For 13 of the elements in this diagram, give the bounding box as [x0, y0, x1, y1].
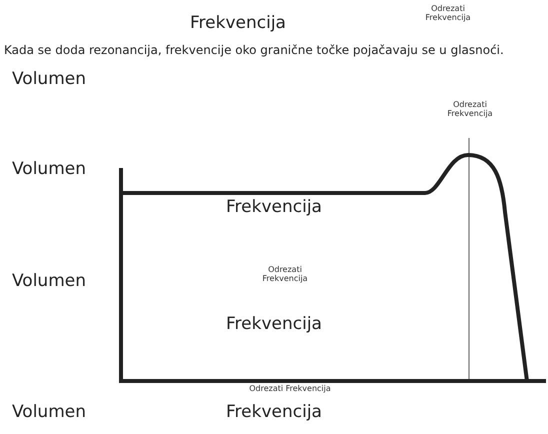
- cutoff-frequency-label: Odrezati Frekvencija: [446, 100, 494, 118]
- axis-label: Frekvencija: [226, 198, 322, 218]
- description-text: Kada se doda rezonancija, frekvencije oko granične točke pojačavaju se u glasnoći.: [4, 44, 504, 58]
- axis-label: Volumen: [12, 160, 86, 180]
- cutoff-frequency-label: Odrezati Frekvencija: [248, 384, 332, 394]
- axis-label: Volumen: [12, 272, 86, 292]
- axis-label: Volumen: [12, 70, 86, 90]
- axis-label: Frekvencija: [226, 315, 322, 335]
- cutoff-frequency-label: Odrezati Frekvencija: [424, 4, 472, 22]
- cutoff-frequency-label: Odrezati Frekvencija: [261, 265, 309, 284]
- axis-label: Frekvencija: [226, 403, 322, 423]
- axis-label: Frekvencija: [190, 14, 286, 34]
- axis-label: Volumen: [12, 403, 86, 423]
